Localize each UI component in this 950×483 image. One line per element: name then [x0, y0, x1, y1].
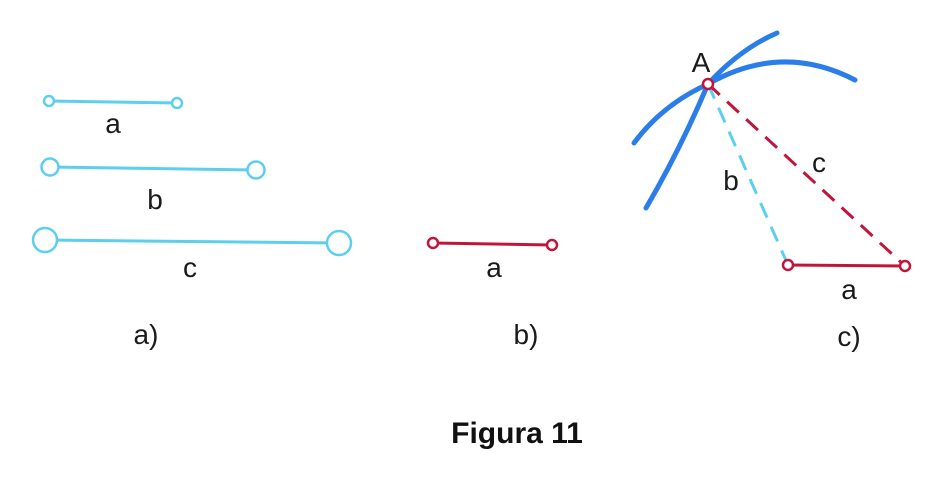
side-c-label: c — [812, 147, 826, 178]
arc-c-upper — [705, 30, 780, 87]
figure-caption: Figura 11 — [451, 417, 583, 450]
side-a-label: a — [841, 274, 857, 305]
segment-a-line — [48, 99, 178, 105]
base-start-point — [781, 258, 795, 272]
panel-b-segment-line — [432, 241, 553, 247]
panel-a: a b c a) — [31, 94, 353, 350]
arc-b-lower — [643, 81, 711, 211]
segment-a-label: a — [105, 108, 121, 139]
segment-b-label: b — [147, 184, 163, 215]
panel-c-label: c) — [837, 321, 860, 352]
arc-c-right — [705, 59, 858, 87]
arc-b-upper — [631, 81, 711, 146]
panel-a-label: a) — [134, 319, 159, 350]
segment-a-given: a — [42, 94, 184, 139]
panel-b-segment-end-point — [545, 238, 559, 252]
panel-b-segment-label: a — [486, 252, 502, 283]
segment-c-given: c — [31, 226, 353, 283]
segment-b-start-point — [40, 157, 60, 177]
panel-b-segment-start-point — [426, 236, 440, 250]
segment-c-label: c — [183, 252, 197, 283]
side-b-label: b — [723, 165, 739, 196]
segment-c-start-point — [31, 226, 59, 254]
segment-c-line — [44, 238, 340, 245]
segment-c-end-point — [325, 229, 353, 257]
segment-a-start-point — [42, 94, 56, 108]
segment-a-end-point — [170, 96, 184, 110]
panel-c: A b c a c) — [631, 30, 912, 352]
side-a-solid — [787, 263, 906, 268]
side-c-dashed — [706, 82, 907, 268]
segment-b-end-point — [246, 160, 266, 180]
panel-b-label: b) — [514, 319, 539, 350]
side-b-dashed — [706, 83, 790, 266]
panel-b: a b) — [426, 236, 559, 350]
segment-b-given: b — [40, 157, 266, 215]
vertex-a-label: A — [692, 47, 711, 78]
segment-b-line — [49, 165, 257, 172]
base-end-point — [898, 259, 912, 273]
vertex-a-point — [701, 77, 715, 91]
